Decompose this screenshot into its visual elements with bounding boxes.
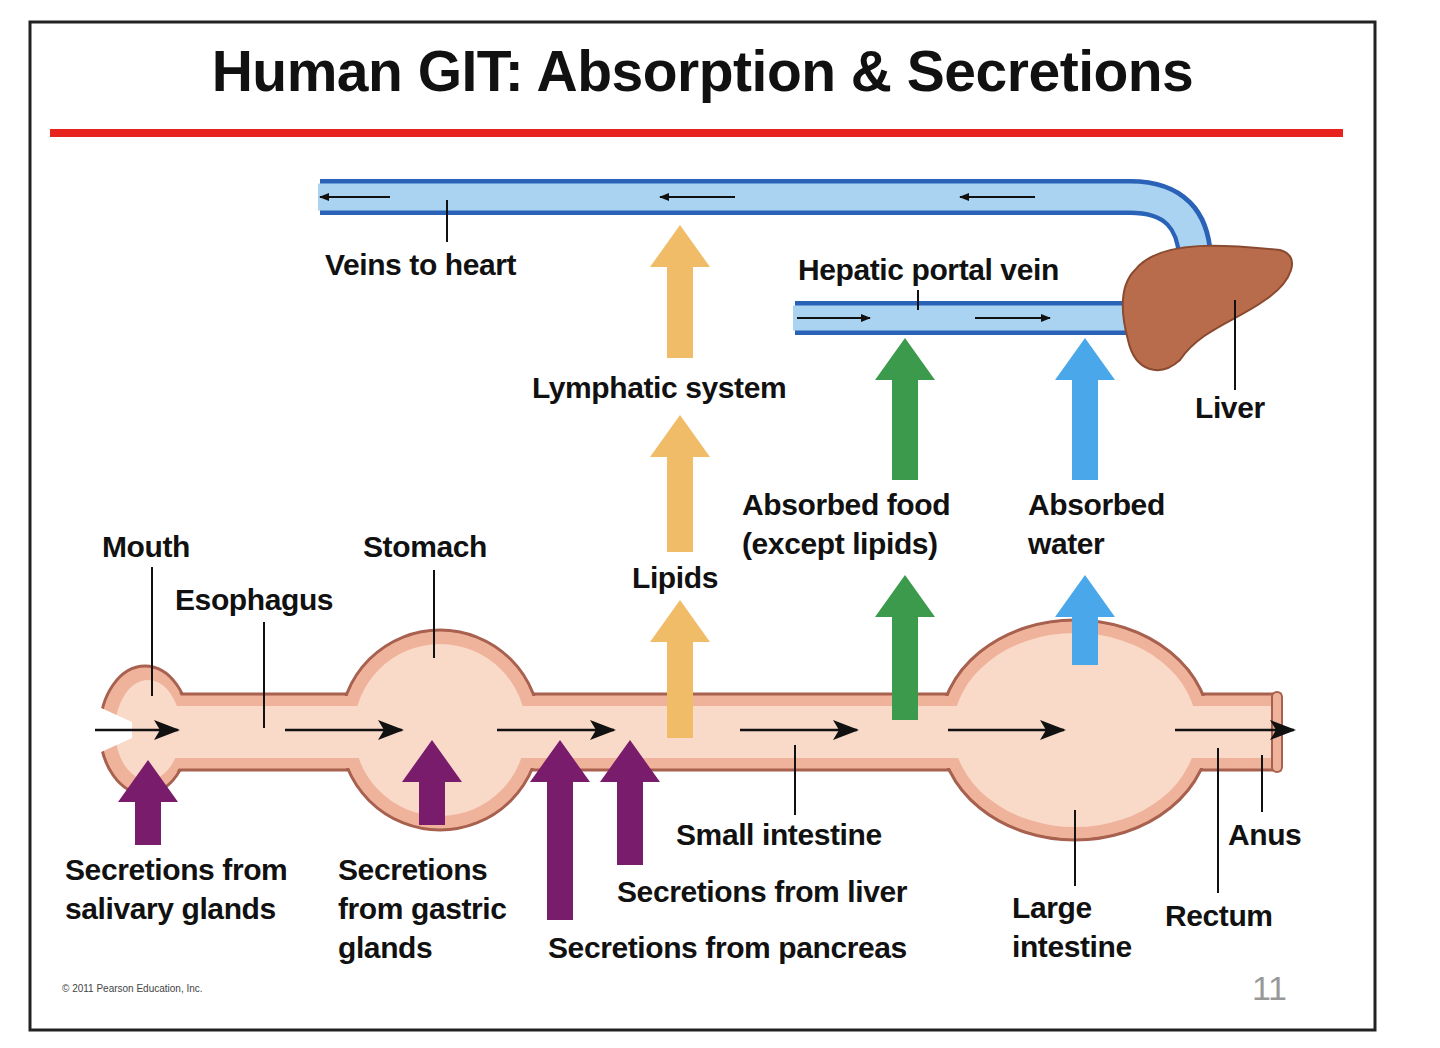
anus-shape bbox=[1272, 692, 1282, 772]
leader-line bbox=[794, 745, 796, 815]
leader-lines bbox=[152, 200, 1262, 893]
leader-line bbox=[1234, 300, 1236, 390]
absorption-label: Absorbed food (except lipids) bbox=[742, 485, 1004, 563]
leader-line bbox=[446, 200, 448, 242]
flow-arrow bbox=[975, 317, 1050, 319]
food-arrow bbox=[875, 338, 935, 480]
lipid-arrow bbox=[650, 415, 710, 552]
flow-arrow bbox=[1175, 729, 1294, 732]
title: Human GIT: Absorption & Secretions bbox=[30, 38, 1375, 104]
page-number: 11 bbox=[1252, 966, 1287, 1010]
organ-label: Anus bbox=[1228, 815, 1301, 854]
flow-arrow bbox=[960, 196, 1035, 198]
secretion-label: Secretions from gastric glands bbox=[338, 850, 550, 967]
vessel-label: Veins to heart bbox=[325, 245, 516, 284]
flow-arrow bbox=[660, 196, 735, 198]
copyright-note: © 2011 Pearson Education, Inc. bbox=[62, 982, 203, 995]
organ-label: Rectum bbox=[1165, 896, 1273, 935]
flow-arrow bbox=[740, 729, 857, 732]
secretion-arrow bbox=[402, 740, 462, 825]
secretion-label: Secretions from liver bbox=[617, 872, 907, 911]
secretion-arrow bbox=[530, 740, 590, 920]
title-rule bbox=[50, 129, 1343, 137]
absorption-label: Lipids bbox=[632, 558, 718, 597]
leader-line bbox=[1261, 755, 1263, 812]
organ-label: Liver bbox=[1195, 388, 1265, 427]
water-arrow bbox=[1055, 338, 1115, 480]
vessel-label: Hepatic portal vein bbox=[798, 250, 1059, 289]
organ-label: Small intestine bbox=[676, 815, 882, 854]
flow-arrow bbox=[95, 729, 178, 732]
leader-line bbox=[1217, 748, 1219, 893]
organ-label: Large intestine bbox=[1012, 888, 1162, 966]
leader-line bbox=[917, 290, 919, 310]
flow-arrow bbox=[497, 729, 614, 732]
leader-line bbox=[433, 570, 435, 658]
secretion-label: Secretions from pancreas bbox=[548, 928, 907, 967]
lipid-arrow bbox=[650, 225, 710, 358]
organ-label: Stomach bbox=[363, 527, 487, 566]
flow-arrow bbox=[320, 196, 390, 198]
secretion-arrow bbox=[118, 760, 178, 845]
gi-tract-lumen bbox=[115, 633, 1280, 827]
leader-line bbox=[151, 567, 153, 696]
liver-shape bbox=[1123, 246, 1292, 370]
portal-vein bbox=[793, 306, 1150, 331]
system-label: Lymphatic system bbox=[532, 368, 786, 407]
frame bbox=[30, 22, 1375, 1030]
flow-arrow bbox=[797, 317, 870, 319]
lipid-arrows bbox=[650, 225, 710, 738]
organ-label: Mouth bbox=[102, 527, 190, 566]
leader-line bbox=[1074, 810, 1076, 886]
lipid-arrow bbox=[650, 600, 710, 738]
flow-arrow bbox=[948, 729, 1064, 732]
absorption-label: Absorbed water bbox=[1028, 485, 1198, 563]
food-arrow bbox=[875, 575, 935, 720]
secretion-arrow bbox=[600, 740, 660, 865]
organ-label: Esophagus bbox=[175, 580, 333, 619]
flow-arrow bbox=[285, 729, 402, 732]
secretion-label: Secretions from salivary glands bbox=[65, 850, 303, 928]
water-arrow bbox=[1055, 575, 1115, 665]
leader-line bbox=[263, 622, 265, 728]
